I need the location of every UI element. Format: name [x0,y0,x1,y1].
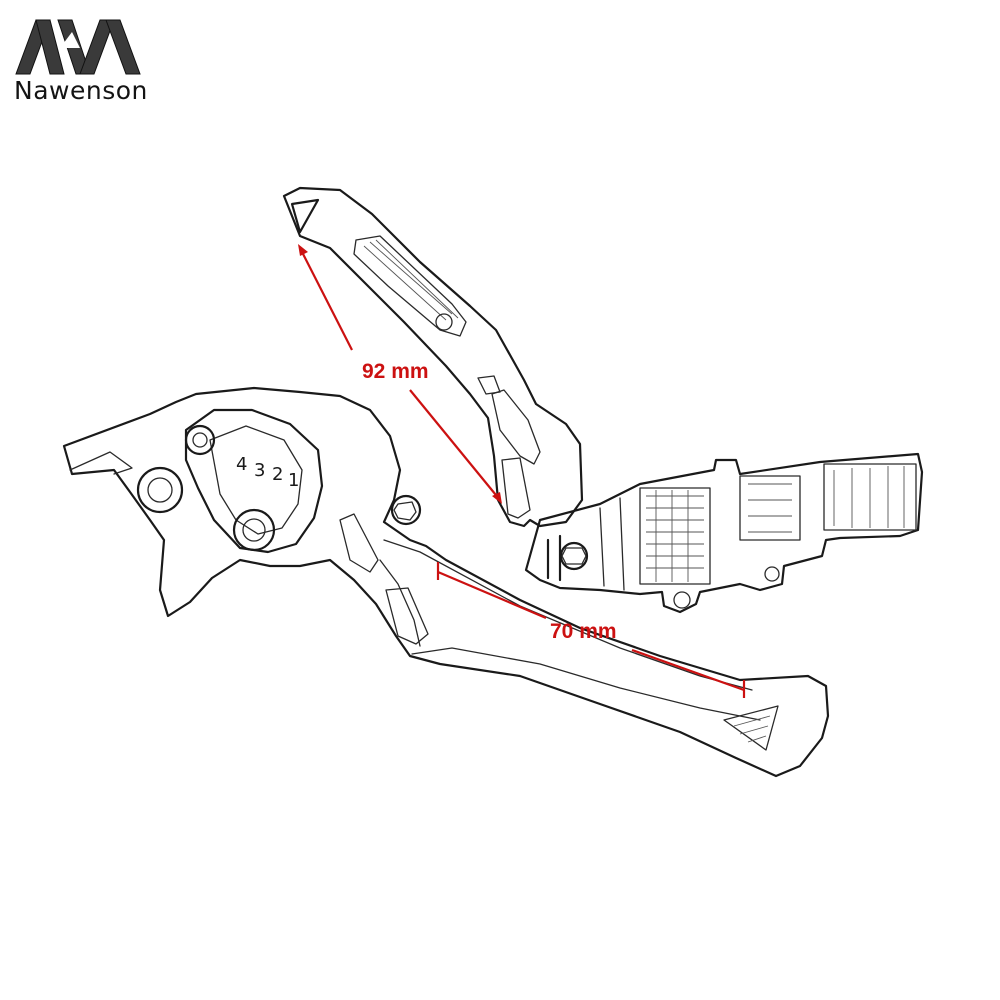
lower-lever-length-label: 70 mm [550,620,617,643]
lower-lever [62,386,830,778]
dial-number-4: 4 [236,454,247,475]
dimension-upper [298,244,502,504]
upper-lever [282,186,584,528]
dial-number-3: 3 [254,460,265,481]
brand-logo [15,19,141,75]
dial-number-2: 2 [272,464,283,485]
brand-name: Nawenson [14,76,148,105]
clamp-assembly [524,452,924,614]
upper-lever-length-label: 92 mm [362,360,429,383]
dimension-lower [436,562,746,698]
dial-number-1: 1 [288,470,299,491]
